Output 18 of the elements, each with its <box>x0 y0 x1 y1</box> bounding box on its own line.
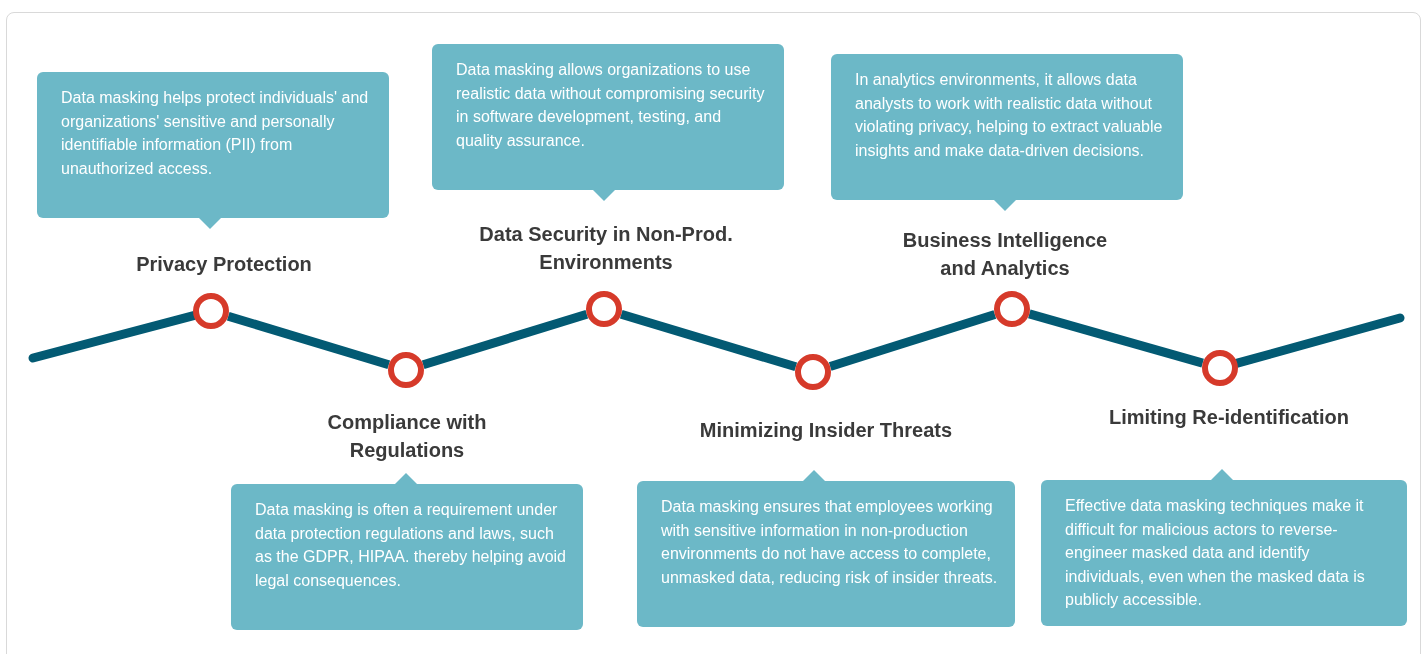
milestone-heading: Limiting Re-identification <box>1108 405 1350 430</box>
milestone-heading: Compliance with Regulations <box>326 410 488 463</box>
callout-box <box>831 54 1183 200</box>
milestone-heading: Business Intelligence and Analytics <box>901 228 1109 281</box>
callout-text: Data masking ensures that employees working with sensitive information in non-production environments do not have access to complete, unmasked data, reducing risk of insider threats. <box>661 497 999 588</box>
callout-box <box>37 72 389 218</box>
callout-box <box>432 44 784 190</box>
callout-text: In analytics environments, it allows data analysts to work with realistic data without violating privacy, helping to extract valuable insights and make data-driven decisions. <box>855 70 1164 161</box>
milestone-heading: Privacy Protection <box>135 252 313 277</box>
callout-box <box>1041 480 1407 626</box>
callout-text: Effective data masking techniques make it difficult for malicious actors to reverse-engineer masked data and identify individuals, even when the masked data is publicly accessible. <box>1065 496 1366 610</box>
callout-text: Data masking helps protect individuals' and organizations' sensitive and personally identifiable information (PII) from unauthorized access. <box>61 88 370 179</box>
callout-text: Data masking is often a requirement under data protection regulations and laws, such as the GDPR, HIPAA. thereby helping avoid legal consequences. <box>255 500 567 591</box>
milestone-heading: Data Security in Non-Prod. Environments <box>478 222 734 275</box>
callout-box <box>231 484 583 630</box>
milestone-heading: Minimizing Insider Threats <box>698 418 954 443</box>
callout-text: Data masking allows organizations to use realistic data without compromising security in software development, testing, and quality assurance. <box>456 60 766 151</box>
callout-box <box>637 481 1015 627</box>
